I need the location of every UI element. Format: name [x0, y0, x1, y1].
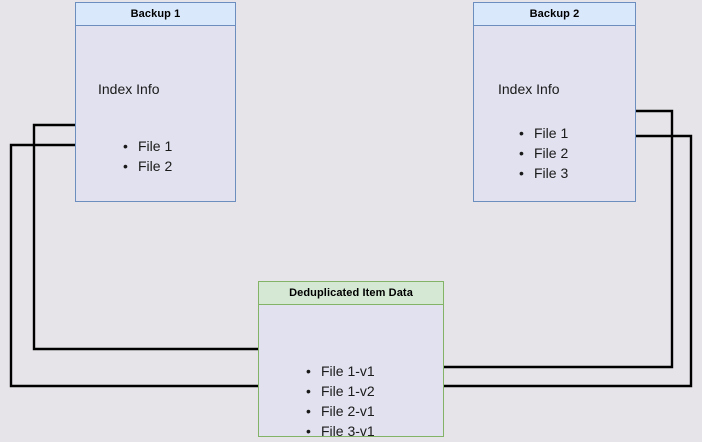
list-item: File 1-v1 — [306, 361, 375, 381]
node-backup-2-header: Backup 2 — [474, 3, 635, 26]
node-backup-2[interactable]: Backup 2 Index Info File 1 File 2 File 3 — [473, 2, 636, 202]
list-item: File 1-v2 — [306, 381, 375, 401]
list-item: File 2 — [123, 156, 172, 176]
node-backup-1[interactable]: Backup 1 Index Info File 1 File 2 — [75, 2, 236, 202]
node-deduplicated-item-data-header: Deduplicated Item Data — [259, 282, 443, 305]
list-item: File 2 — [519, 143, 568, 163]
dedup-file-list: File 1-v1 File 1-v2 File 2-v1 File 3-v1 — [306, 361, 375, 441]
list-item: File 3-v1 — [306, 421, 375, 441]
backup-1-index-info-label: Index Info — [98, 81, 160, 97]
backup-2-index-info-label: Index Info — [498, 81, 560, 97]
node-deduplicated-item-data[interactable]: Deduplicated Item Data File 1-v1 File 1-… — [258, 281, 444, 441]
list-item: File 1 — [519, 123, 568, 143]
list-item: File 2-v1 — [306, 401, 375, 421]
list-item: File 3 — [519, 163, 568, 183]
node-backup-1-header: Backup 1 — [76, 3, 235, 26]
list-item: File 1 — [123, 136, 172, 156]
backup-2-file-list: File 1 File 2 File 3 — [519, 123, 568, 183]
backup-1-file-list: File 1 File 2 — [123, 136, 172, 176]
